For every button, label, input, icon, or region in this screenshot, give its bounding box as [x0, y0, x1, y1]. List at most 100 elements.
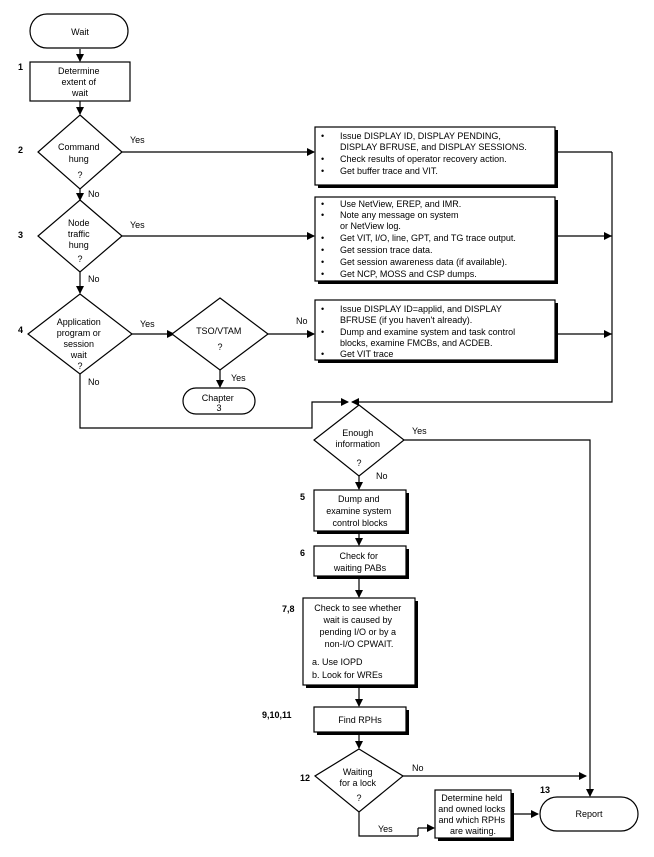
process-determine-locks[interactable]: Determine held and owned locks and which…	[434, 789, 514, 841]
decision-enough-information-line: information	[335, 439, 380, 449]
process-check-io-line: Check to see whether	[314, 603, 401, 613]
action-line: or NetView log.	[340, 221, 401, 231]
decision-node-traffic-hung-line: ?	[77, 254, 82, 264]
process-check-pabs[interactable]: Check for waiting PABs	[313, 545, 409, 579]
action-bullet: •	[321, 199, 324, 209]
decision-waiting-for-lock-line: for a lock	[339, 778, 376, 788]
label-no: No	[88, 377, 100, 387]
process-check-io-line: wait is caused by	[322, 615, 392, 625]
decision-node-traffic-hung-line: Node	[68, 218, 90, 228]
decision-enough-information[interactable]: Enough information ?	[313, 404, 405, 477]
arrow-enough-yes	[404, 439, 594, 797]
action-box-application: • Issue DISPLAY ID=applid, and DISPLAY BF…	[314, 299, 558, 363]
action-box-node: •Use NetView, EREP, and IMR. •Note any m…	[314, 196, 558, 284]
label-yes: Yes	[378, 824, 393, 834]
action-line: Get buffer trace and VIT.	[340, 166, 438, 176]
process-determine-locks-line: and which RPHs	[438, 815, 505, 825]
action-line: Get VIT trace	[340, 349, 393, 359]
process-check-io-item: b. Look for WREs	[312, 670, 383, 680]
action-line: Note any message on system	[340, 210, 459, 220]
decision-command-hung-line: ?	[77, 170, 82, 180]
decision-waiting-for-lock-line: ?	[356, 793, 361, 803]
action-line: Get VIT, I/O, line, GPT, and TG trace ou…	[340, 233, 516, 243]
process-check-pabs-line: waiting PABs	[333, 563, 387, 573]
step-number: 12	[300, 773, 310, 783]
process-check-io-line: pending I/O or by a	[319, 627, 396, 637]
process-check-io-item: a. Use IOPD	[312, 657, 363, 667]
label-no: No	[376, 471, 388, 481]
terminal-chapter-3[interactable]: Chapter 3	[182, 387, 256, 415]
label-yes: Yes	[130, 135, 145, 145]
terminal-wait[interactable]: Wait	[29, 13, 129, 49]
process-determine-locks-line: are waiting.	[450, 826, 496, 836]
process-determine-extent-label: Determine extent of wait	[58, 66, 102, 98]
process-check-pabs-label: Check for waiting PABs	[333, 551, 387, 573]
action-bullet: •	[321, 349, 324, 359]
terminal-report-label: Report	[575, 809, 603, 819]
process-determine-locks-line: Determine held	[441, 793, 502, 803]
action-line: BFRUSE (if you haven't already).	[340, 315, 472, 325]
collector-arrowhead-2	[604, 330, 612, 338]
action-box-command-text: •Issue DISPLAY ID, DISPLAY PENDING, DISP…	[321, 131, 529, 176]
process-determine-extent[interactable]: Determine extent of wait	[29, 61, 131, 102]
decision-application-wait-line: program or	[57, 328, 101, 338]
action-line: Issue DISPLAY ID, DISPLAY PENDING,	[340, 131, 501, 141]
action-line: Issue DISPLAY ID=applid, and DISPLAY	[340, 304, 502, 314]
process-determine-locks-label: Determine held and owned locks and which…	[438, 793, 508, 836]
action-line: Get session awareness data (if available…	[340, 257, 507, 267]
decision-enough-information-line: ?	[356, 458, 361, 468]
process-dump-control-blocks[interactable]: Dump and examine system control blocks	[313, 489, 409, 534]
process-determine-extent-line: extent of	[61, 77, 96, 87]
step-number: 7,8	[282, 604, 295, 614]
line-collector	[351, 152, 613, 406]
line-lock-yes	[358, 812, 418, 837]
decision-enough-information-line: Enough	[342, 428, 373, 438]
decision-waiting-for-lock-label: Waiting for a lock ?	[339, 767, 378, 803]
action-box-node-text: •Use NetView, EREP, and IMR. •Note any m…	[321, 199, 518, 279]
decision-enough-information-label: Enough information ?	[335, 428, 382, 468]
terminal-report[interactable]: Report	[539, 796, 639, 832]
step-number: 5	[300, 492, 305, 502]
terminal-wait-label: Wait	[71, 27, 89, 37]
step-number: 6	[300, 548, 305, 558]
decision-command-hung[interactable]: Command hung ?	[37, 114, 123, 190]
action-bullet: •	[321, 269, 324, 279]
decision-tso-vtam-label: TSO/VTAM ?	[196, 326, 244, 352]
label-yes: Yes	[130, 220, 145, 230]
decision-command-hung-line: Command	[58, 142, 100, 152]
action-bullet: •	[321, 233, 324, 243]
decision-node-traffic-hung-line: hung	[69, 240, 89, 250]
decision-command-hung-line: hung	[69, 154, 89, 164]
decision-tso-vtam[interactable]: TSO/VTAM ?	[171, 297, 269, 371]
terminal-chapter-3-label: Chapter 3	[202, 393, 237, 413]
action-box-application-text: • Issue DISPLAY ID=applid, and DISPLAY BF…	[321, 304, 518, 359]
action-line: Check results of operator recovery actio…	[340, 154, 507, 164]
step-number: 13	[540, 785, 550, 795]
process-dump-control-blocks-label: Dump and examine system control blocks	[326, 494, 394, 528]
process-dump-line: Dump and	[338, 494, 380, 504]
decision-node-traffic-hung[interactable]: Node traffic hung ?	[37, 199, 123, 273]
process-find-rphs-label: Find RPHs	[338, 715, 382, 725]
label-no: No	[296, 316, 308, 326]
terminal-chapter-3-line: Chapter	[202, 393, 234, 403]
action-bullet: •	[321, 304, 324, 314]
process-check-io[interactable]: Check to see whether wait is caused by p…	[302, 597, 418, 688]
process-check-pabs-line: Check for	[339, 551, 378, 561]
connectors	[76, 49, 613, 837]
decision-node-traffic-hung-line: traffic	[68, 229, 90, 239]
label-yes: Yes	[231, 373, 246, 383]
process-find-rphs[interactable]: Find RPHs	[313, 706, 409, 735]
decision-waiting-for-lock[interactable]: Waiting for a lock ?	[313, 748, 405, 813]
decision-application-wait[interactable]: Application program or session wait ?	[27, 293, 133, 375]
decision-application-wait-line: session	[63, 339, 94, 349]
terminal-chapter-3-line: 3	[216, 403, 221, 413]
branch-labels: Yes No Yes No Yes No Yes No Yes No No Ye…	[88, 135, 427, 834]
step-number: 1	[18, 62, 23, 72]
action-box-command: •Issue DISPLAY ID, DISPLAY PENDING, DISP…	[314, 126, 558, 188]
process-determine-extent-line: wait	[71, 88, 89, 98]
process-check-io-label: Check to see whether wait is caused by p…	[314, 603, 404, 649]
action-bullet: •	[321, 166, 324, 176]
decision-application-wait-line: Application	[57, 317, 101, 327]
decision-application-wait-line: ?	[77, 361, 82, 371]
